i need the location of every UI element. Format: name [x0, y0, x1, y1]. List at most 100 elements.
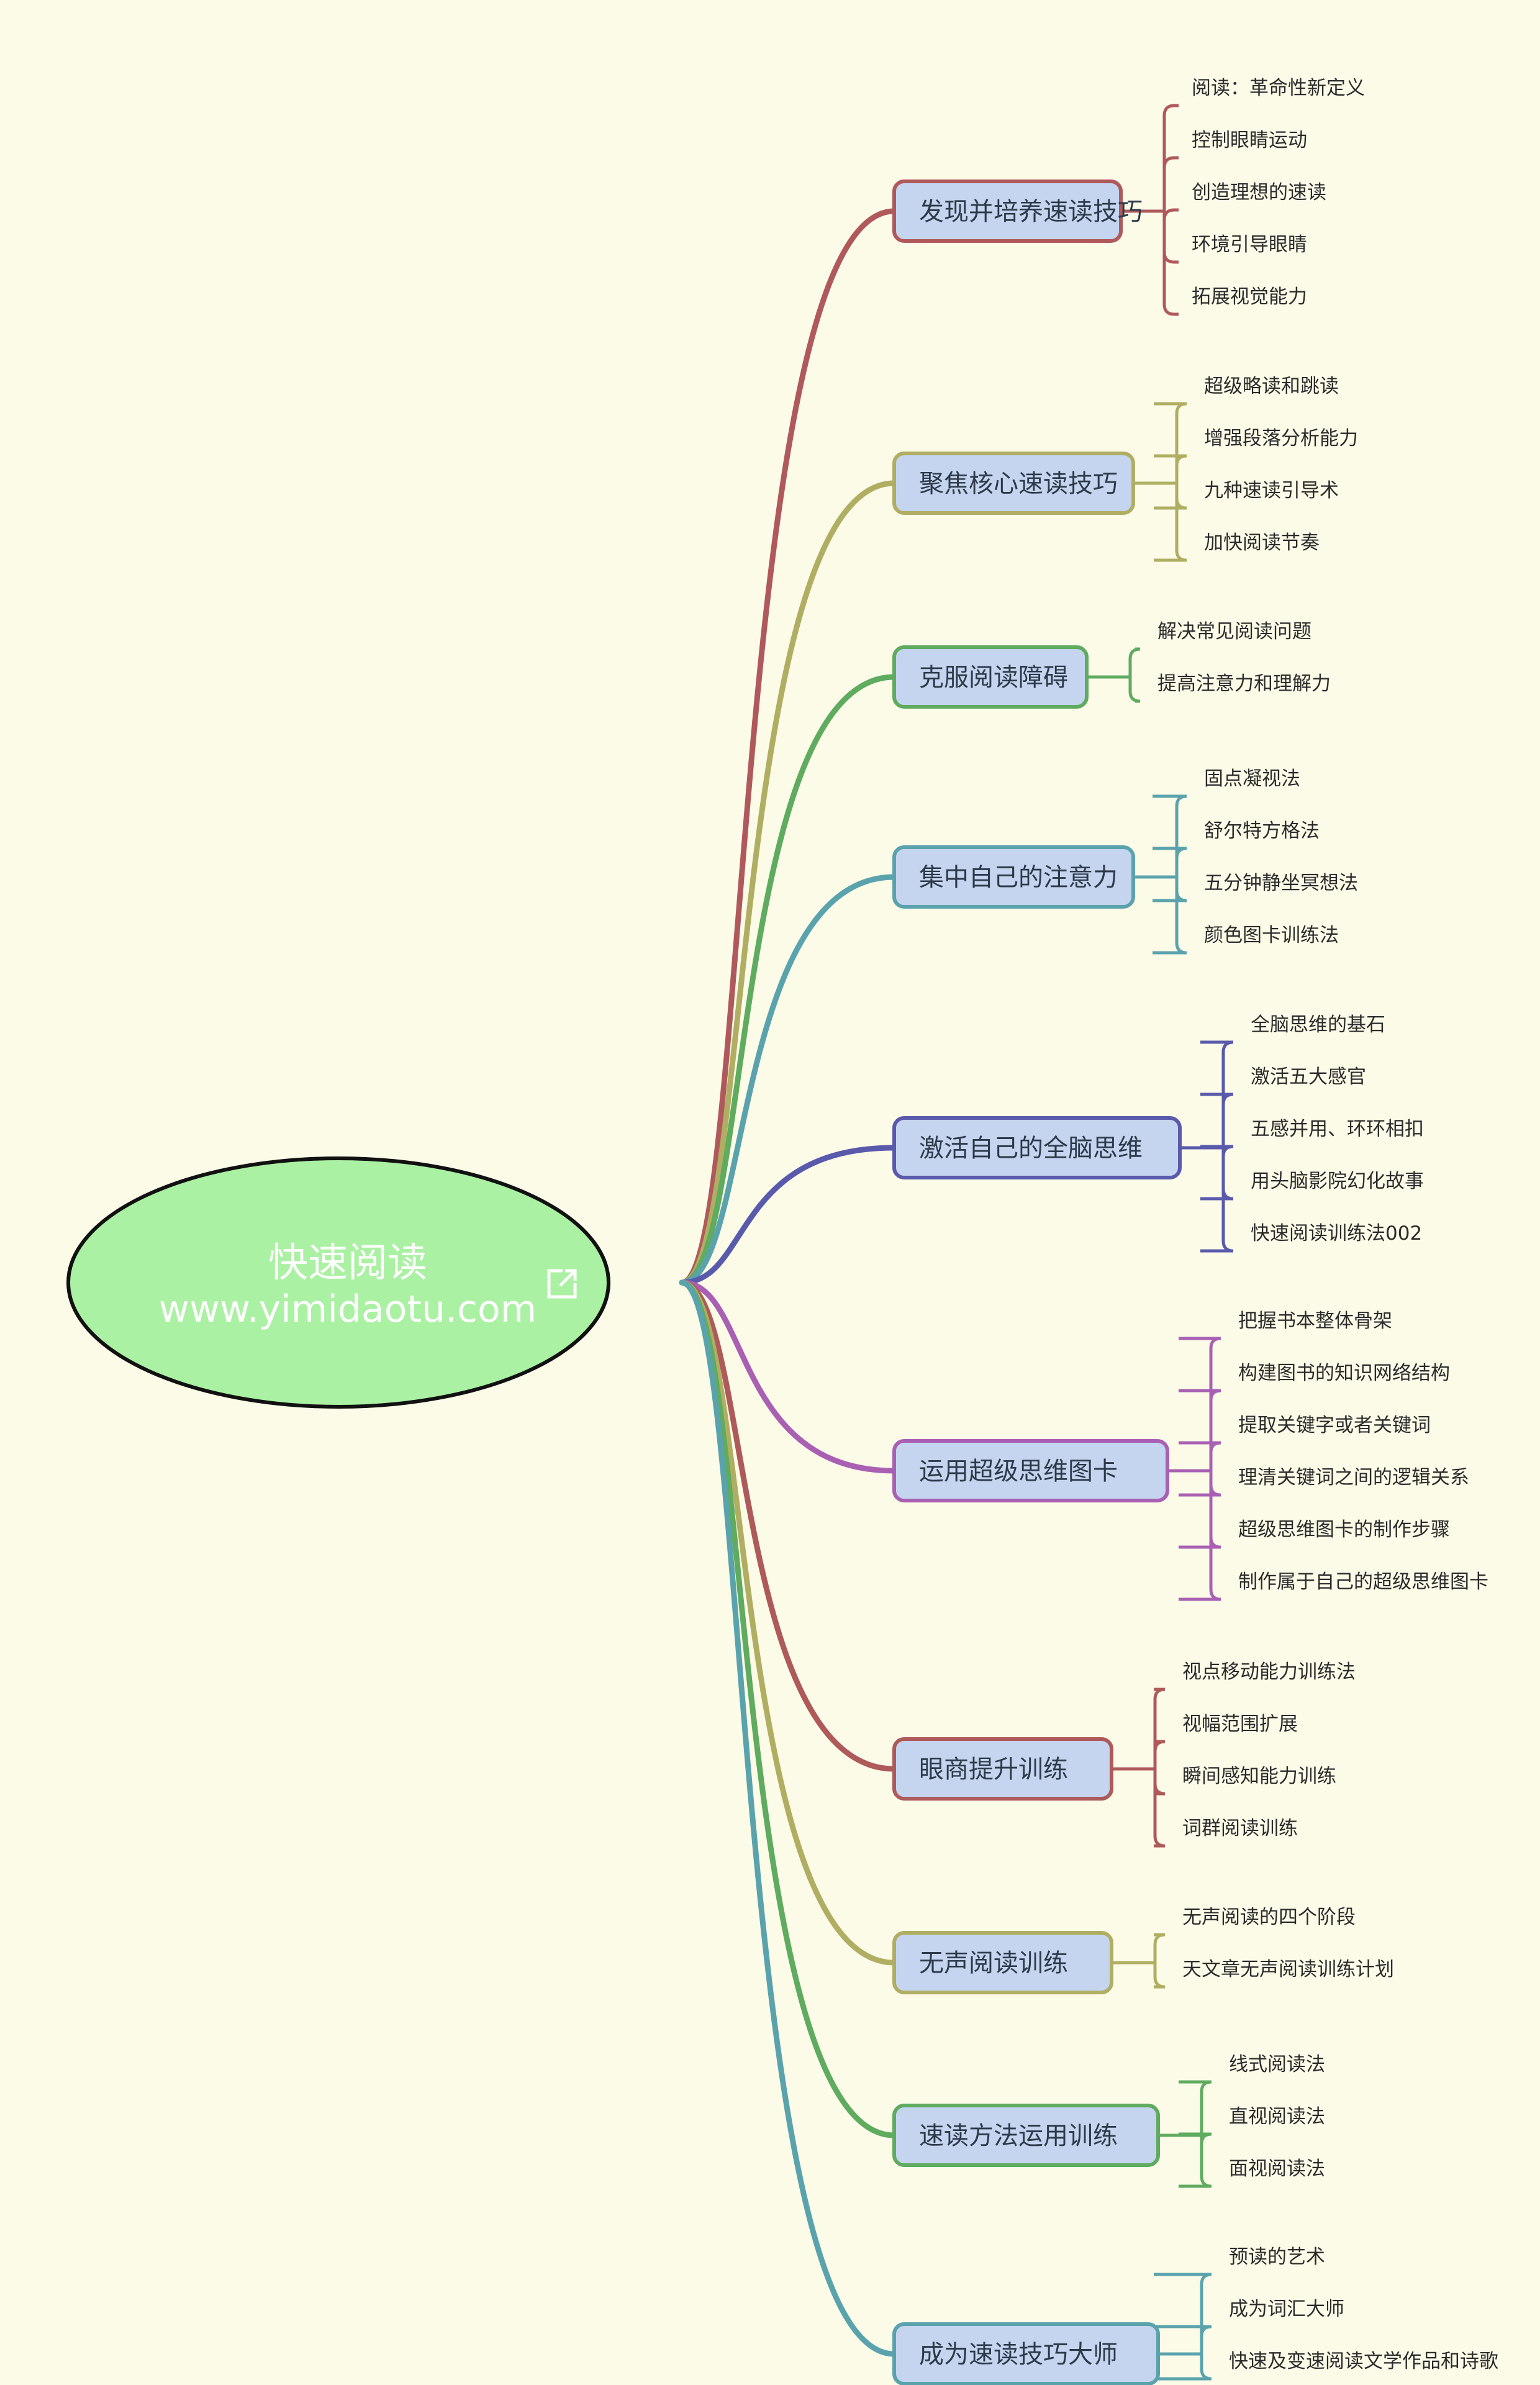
leaf-label[interactable]: 增强段落分析能力 [1204, 427, 1358, 450]
leaf-underline [1179, 1389, 1221, 1401]
external-link-icon[interactable] [547, 1269, 577, 1299]
branch-connector [679, 1279, 897, 1772]
leaf-underline [1200, 1145, 1234, 1157]
leaf-label[interactable]: 固点凝视法 [1204, 768, 1300, 790]
leaf-underline [1162, 208, 1179, 220]
leaf-label[interactable]: 快速阅读训练法002 [1251, 1222, 1422, 1245]
branch-label: 发现并培养速读技巧 [919, 198, 1143, 226]
leaf-underline [1153, 1835, 1166, 1848]
leaf-label[interactable]: 制作属于自己的超级思维图卡 [1238, 1571, 1488, 1593]
leaf-label[interactable]: 把握书本整体骨架 [1238, 1310, 1392, 1332]
branch-label: 运用超级思维图卡 [919, 1457, 1118, 1486]
leaf-underline [1179, 2132, 1212, 2145]
branch-label: 速读方法运用训练 [919, 2122, 1118, 2150]
leaf-label[interactable]: 无声阅读的四个阶段 [1182, 1906, 1356, 1928]
leaf-label[interactable]: 颜色图卡训练法 [1204, 924, 1339, 947]
branch-connector [679, 1279, 897, 1474]
leaf-underline [1153, 1688, 1166, 1700]
branch-connector [679, 874, 897, 1286]
leaf-underline [1154, 402, 1187, 414]
leaf-label[interactable]: 解决常见阅读问题 [1157, 620, 1311, 643]
branch-node[interactable]: 激活自己的全脑思维 [892, 1116, 1182, 1179]
leaf-underline [1162, 156, 1179, 168]
leaf-underline [1179, 1589, 1221, 1601]
root-node[interactable]: 快速阅读 www.yimidaotu.com [66, 1156, 610, 1409]
branch-node[interactable]: 速读方法运用训练 [892, 2104, 1160, 2167]
branch-box [892, 1931, 1113, 1994]
leaf-label[interactable]: 预读的艺术 [1229, 2246, 1325, 2268]
leaf-label[interactable]: 创造理想的速读 [1192, 181, 1326, 204]
branch-label: 激活自己的全脑思维 [919, 1134, 1143, 1163]
branch-label: 成为速读技巧大师 [919, 2340, 1118, 2369]
leaf-label[interactable]: 构建图书的知识网络结构 [1238, 1362, 1450, 1384]
leaf-label[interactable]: 阅读：革命性新定义 [1192, 77, 1365, 99]
branch-node[interactable]: 聚焦核心速读技巧 [892, 452, 1135, 515]
branch-connector [679, 674, 897, 1286]
leaf-label[interactable]: 超级略读和跳读 [1204, 375, 1339, 398]
branch-box [892, 845, 1135, 909]
leaf-label[interactable]: 直视阅读法 [1229, 2106, 1325, 2128]
branch-box [892, 179, 1123, 243]
leaf-label[interactable]: 舒尔特方格法 [1204, 820, 1320, 842]
leaf-label[interactable]: 提高注意力和理解力 [1157, 673, 1331, 695]
leaf-label[interactable]: 激活五大感官 [1251, 1066, 1366, 1088]
leaf-label[interactable]: 提取关键字或者关键词 [1238, 1414, 1431, 1437]
leaf-label[interactable]: 词群阅读训练 [1182, 1817, 1298, 1840]
leaf-label[interactable]: 瞬间感知能力训练 [1182, 1765, 1336, 1788]
leaf-label[interactable]: 快速及变速阅读文学作品和诗歌 [1229, 2350, 1498, 2373]
leaf-label[interactable]: 控制眼睛运动 [1192, 129, 1307, 152]
leaf-underline [1179, 1484, 1221, 1497]
branch-connector [679, 1279, 897, 2357]
leaf-label[interactable]: 成为词汇大师 [1229, 2298, 1344, 2320]
branch-label: 克服阅读障碍 [919, 663, 1068, 692]
branch-node[interactable]: 发现并培养速读技巧 [892, 179, 1143, 243]
leaf-underline [1179, 2080, 1212, 2092]
leaf-underline [1153, 794, 1187, 807]
leaf-label[interactable]: 环境引导眼睛 [1192, 234, 1307, 256]
leaf-label[interactable]: 五感并用、环环相扣 [1251, 1118, 1424, 1140]
branch-connector [679, 1279, 897, 2138]
branch-box [892, 2104, 1160, 2167]
leaf-label[interactable]: 线式阅读法 [1229, 2053, 1325, 2076]
branch-box [892, 2322, 1160, 2385]
leaf-underline [1153, 890, 1187, 902]
leaf-underline [1154, 497, 1187, 510]
branch-node[interactable]: 运用超级思维图卡 [892, 1439, 1169, 1502]
leaf-underline [1153, 1976, 1166, 1989]
leaf-label[interactable]: 面视阅读法 [1229, 2158, 1325, 2180]
leaf-underline [1128, 647, 1141, 660]
branch-connector [679, 480, 897, 1286]
branch-label: 聚焦核心速读技巧 [919, 470, 1118, 498]
branch-node[interactable]: 成为速读技巧大师 [892, 2322, 1160, 2385]
branch-label: 集中自己的注意力 [919, 863, 1118, 892]
leaf-label[interactable]: 视点移动能力训练法 [1182, 1661, 1356, 1683]
leaf-underline [1179, 1441, 1221, 1453]
leaf-label[interactable]: 视幅范围扩展 [1182, 1713, 1298, 1735]
leaf-underline [1153, 847, 1187, 859]
branch-box [892, 452, 1135, 515]
branch-label: 无声阅读训练 [919, 1949, 1068, 1978]
leaf-label[interactable]: 理清关键词之间的逻辑关系 [1238, 1466, 1469, 1489]
branch-box [892, 1439, 1169, 1502]
root-title: 快速阅读 [268, 1240, 427, 1286]
leaf-label[interactable]: 天文章无声阅读训练计划 [1182, 1958, 1394, 1981]
leaf-underline [1162, 252, 1179, 264]
branch-node[interactable]: 眼商提升训练 [892, 1737, 1113, 1801]
root-url: www.yimidaotu.com [159, 1288, 537, 1331]
leaf-label[interactable]: 用头脑影院幻化故事 [1251, 1170, 1424, 1192]
branch-node[interactable]: 无声阅读训练 [892, 1931, 1113, 1994]
leaf-underline [1153, 1740, 1166, 1752]
leaf-label[interactable]: 全脑思维的基石 [1251, 1014, 1385, 1036]
leaf-label[interactable]: 九种速读引导术 [1204, 479, 1339, 502]
leaf-label[interactable]: 超级思维图卡的制作步骤 [1238, 1519, 1450, 1541]
leaf-underline [1153, 1933, 1166, 1945]
branch-box [892, 1737, 1113, 1801]
leaf-label[interactable]: 五分钟静坐冥想法 [1204, 872, 1358, 894]
leaf-label[interactable]: 拓展视觉能力 [1192, 286, 1307, 308]
branch-node[interactable]: 克服阅读障碍 [892, 645, 1089, 709]
leaf-label[interactable]: 加快阅读节奏 [1204, 532, 1320, 554]
branch-node[interactable]: 集中自己的注意力 [892, 845, 1135, 909]
leaf-underline [1154, 454, 1187, 466]
branch-connector [679, 1145, 897, 1286]
